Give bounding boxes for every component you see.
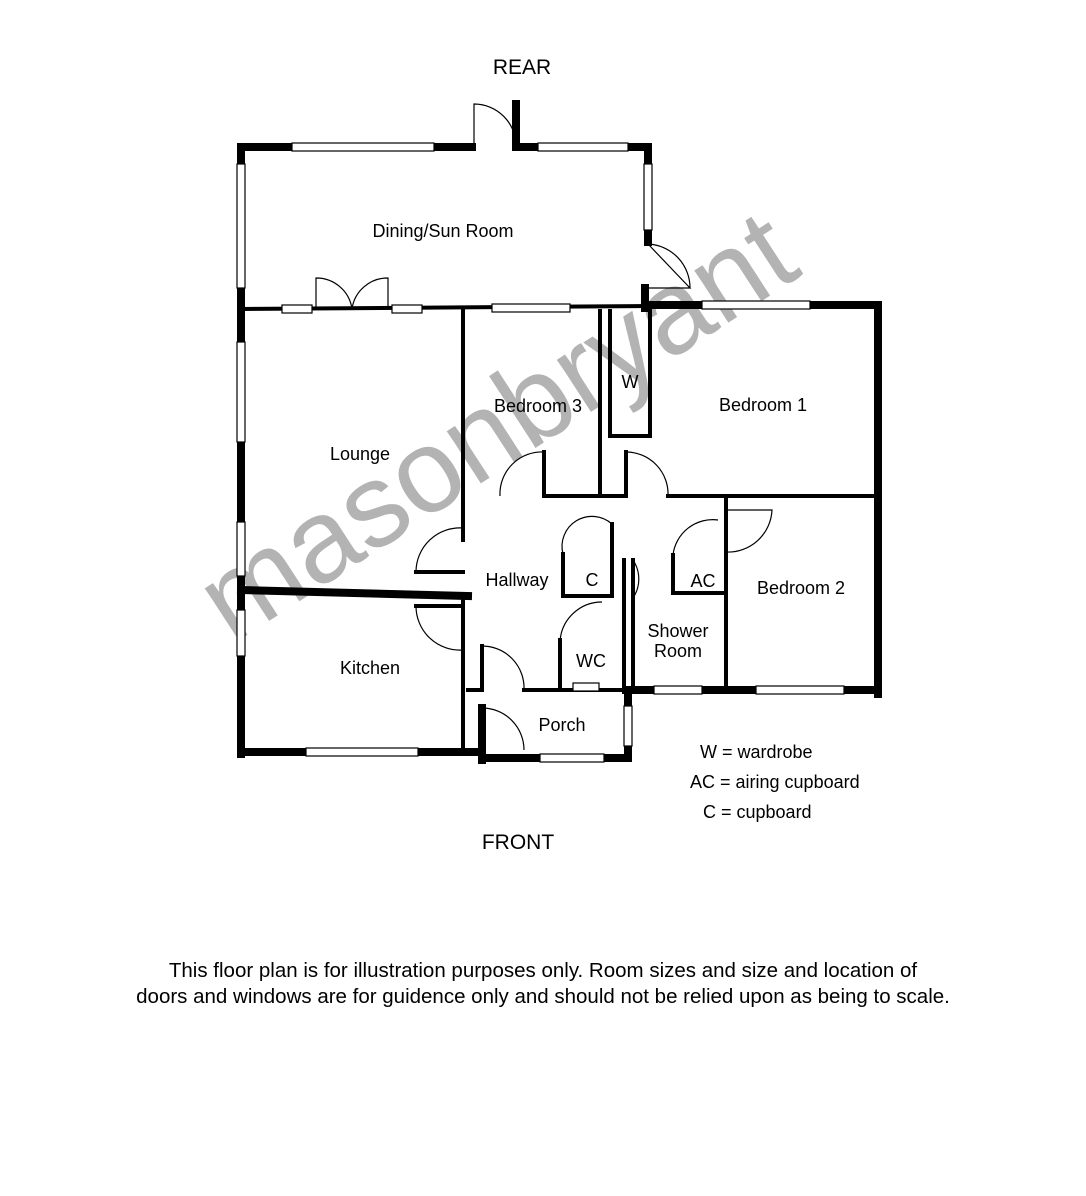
dining-sun-room-label: Dining/Sun Room <box>372 221 513 241</box>
hallway-label: Hallway <box>485 570 548 590</box>
legend-cupboard: C = cupboard <box>703 802 812 822</box>
kitchen-label: Kitchen <box>340 658 400 678</box>
cupboard-label: C <box>586 570 599 590</box>
legend-wardrobe: W = wardrobe <box>700 742 813 762</box>
legend-airing-cupboard: AC = airing cupboard <box>690 772 860 792</box>
disclaimer: This floor plan is for illustration purp… <box>40 958 1046 1010</box>
rear-label: REAR <box>493 56 551 79</box>
wc-label: WC <box>576 651 606 671</box>
windows <box>236 142 845 763</box>
disclaimer-line2: doors and windows are for guidence only … <box>136 985 950 1008</box>
airing-cupboard-label: AC <box>690 571 715 591</box>
lounge-label: Lounge <box>330 444 390 464</box>
bedroom1-label: Bedroom 1 <box>719 395 807 415</box>
bedroom3-label: Bedroom 3 <box>494 396 582 416</box>
bedroom2-label: Bedroom 2 <box>757 578 845 598</box>
doors <box>315 103 773 751</box>
front-label: FRONT <box>482 831 554 854</box>
disclaimer-line1: This floor plan is for illustration purp… <box>168 959 918 982</box>
legend: W = wardrobe AC = airing cupboard C = cu… <box>690 742 860 822</box>
wardrobe-label: W <box>622 372 639 392</box>
shower-room-label-line1: Shower <box>647 621 708 641</box>
shower-room-label-line2: Room <box>654 641 702 661</box>
porch-label: Porch <box>538 715 585 735</box>
